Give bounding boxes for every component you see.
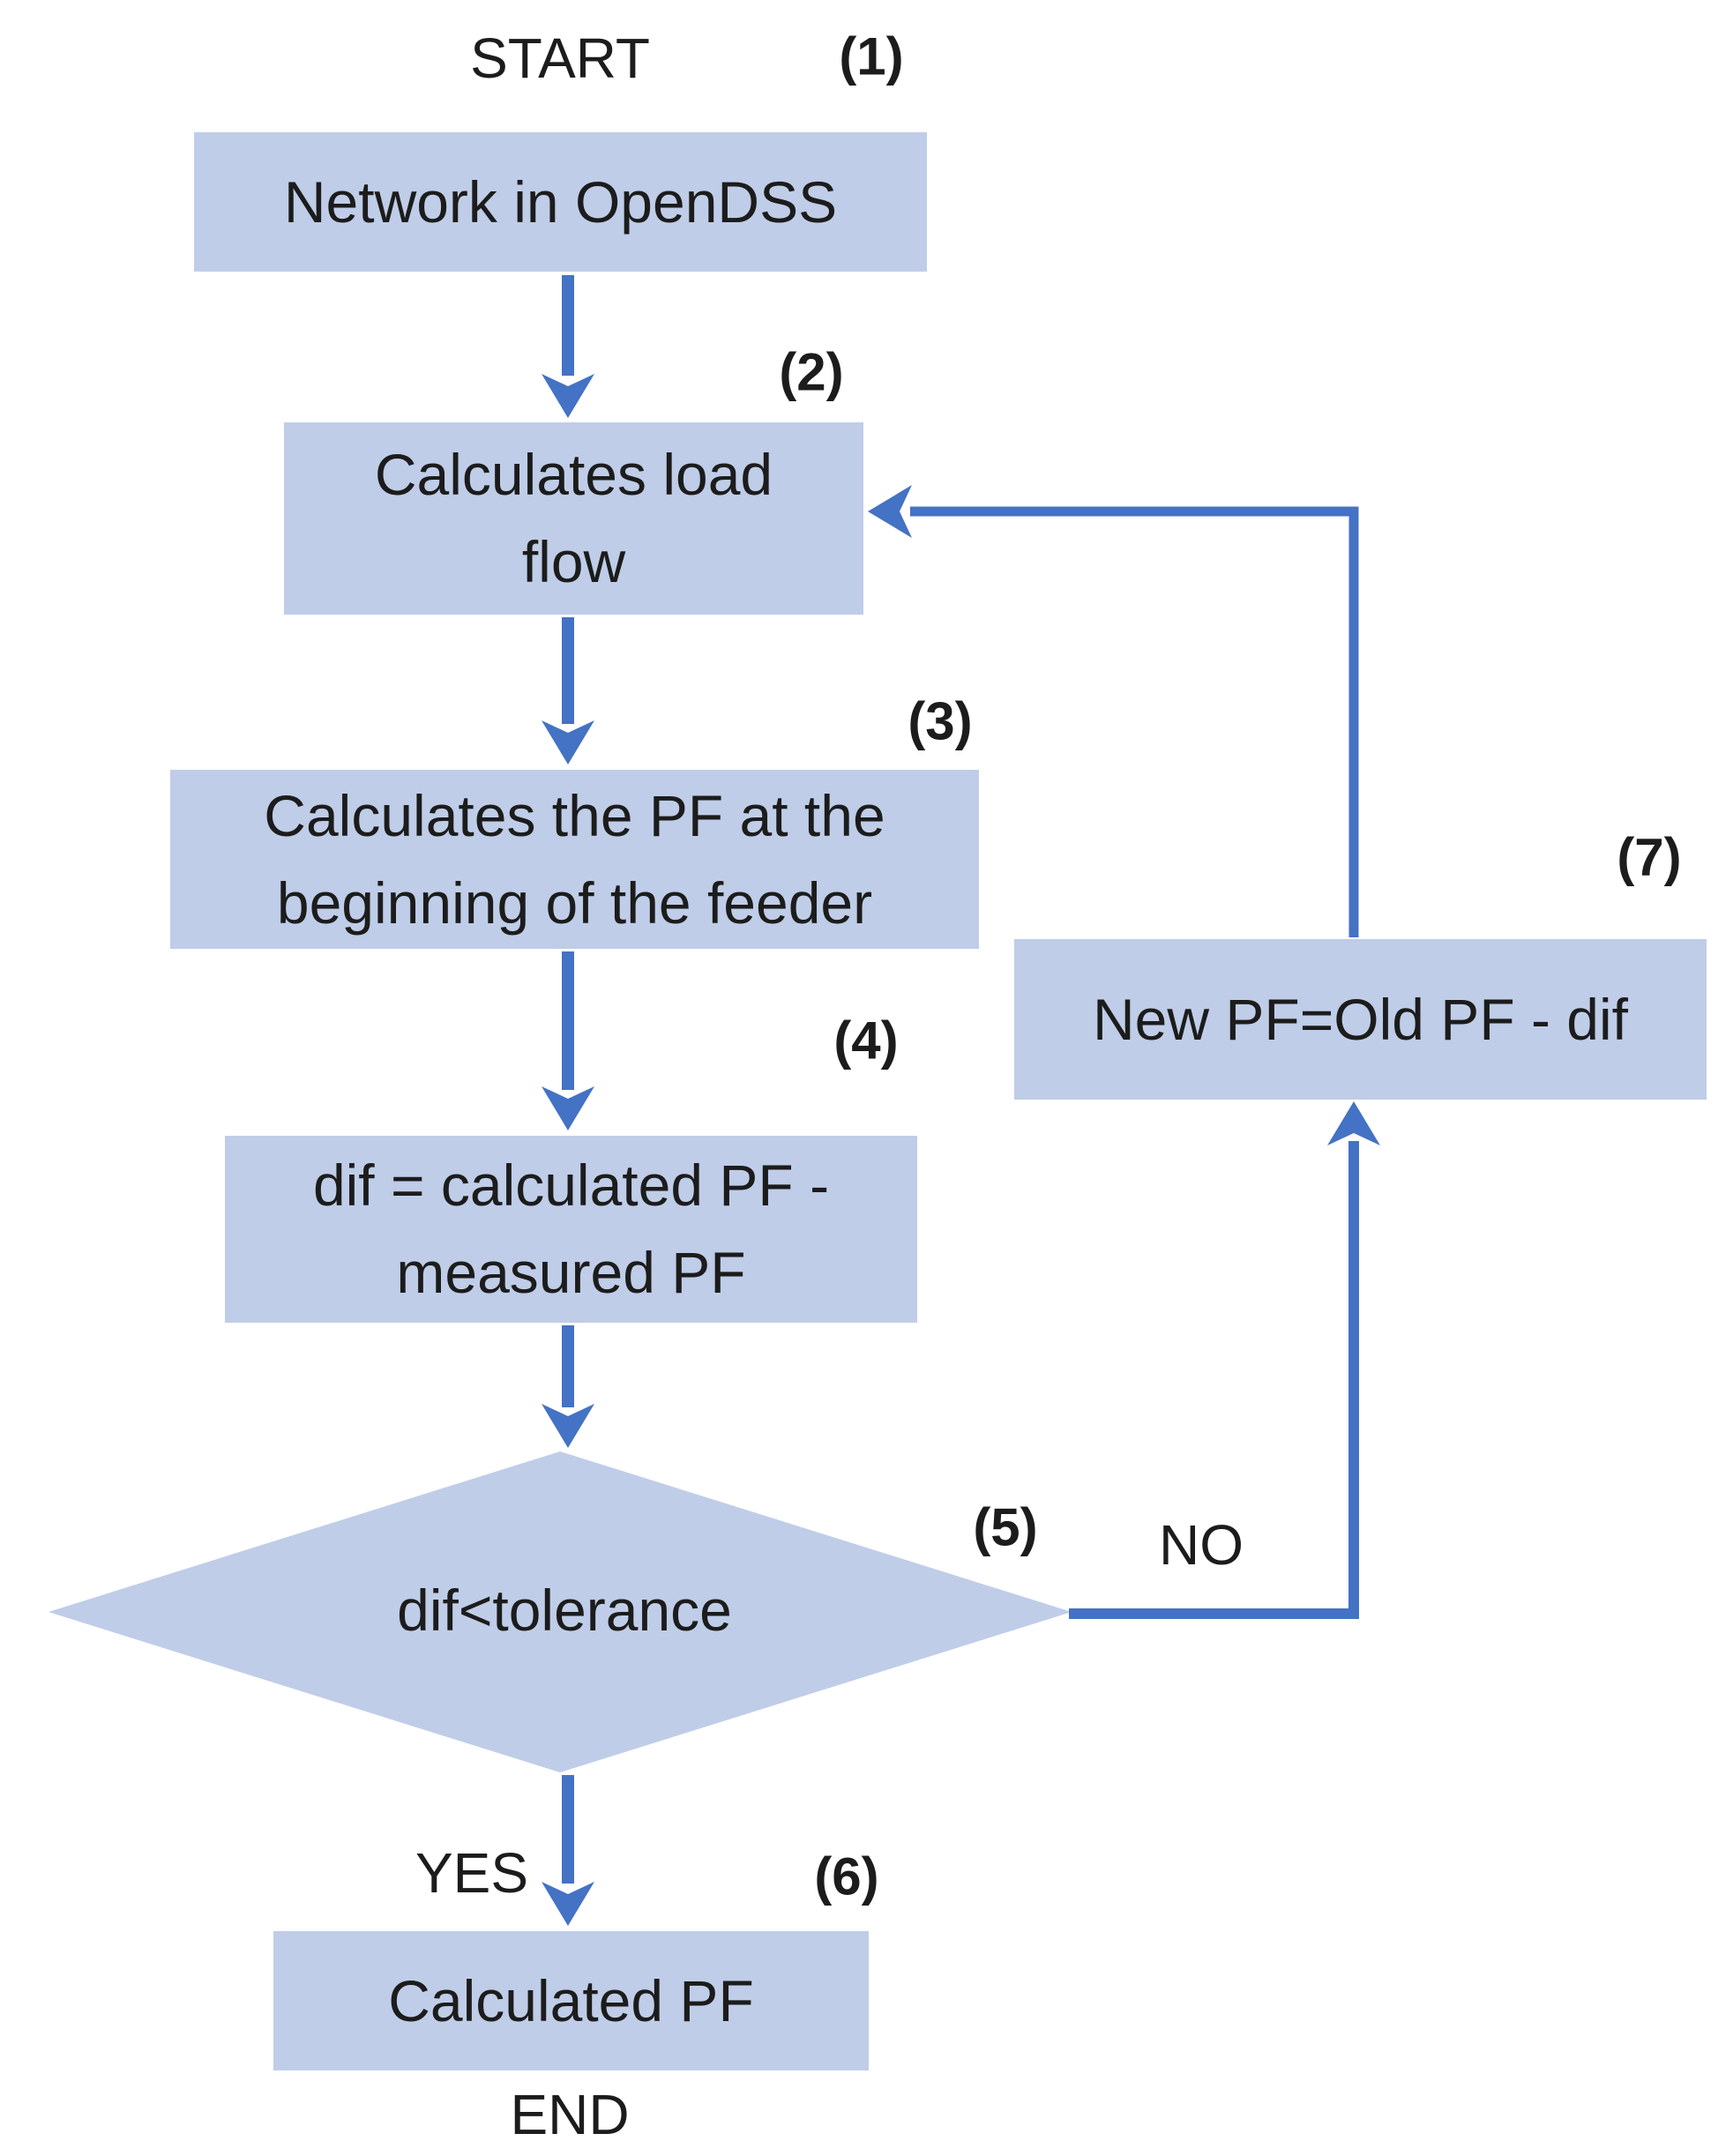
step-box-calculated-pf: Calculated PF: [273, 1931, 869, 2070]
arrow-decision-no-to-step7: [1069, 1101, 1380, 1619]
step-box-network-in-opendss: Network in OpenDSS: [194, 132, 927, 272]
step-num-5: (5): [973, 1497, 1038, 1557]
step-box-2-text: Calculates load flow: [374, 442, 773, 594]
step-box-new-pf: New PF=Old PF - dif: [1014, 939, 1707, 1100]
step-box-1-text: Network in OpenDSS: [283, 168, 838, 235]
arrow-step1-to-step2: [542, 275, 594, 418]
arrow-decision-yes-to-step6: [542, 1775, 594, 1926]
step-num-7: (7): [1617, 827, 1682, 887]
step-box-calculates-load-flow: Calculates load flow: [284, 422, 863, 615]
step-box-3-text: Calculates the PF at the beginning of th…: [264, 782, 885, 936]
no-branch-label: NO: [1159, 1513, 1244, 1577]
step-num-2: (2): [779, 342, 844, 402]
step-num-6: (6): [814, 1846, 879, 1906]
step-num-1: (1): [839, 26, 904, 86]
step-box-4-text: dif = calculated PF - measured PF: [312, 1153, 830, 1305]
arrow-step4-to-decision: [542, 1325, 594, 1448]
end-label: END: [510, 2083, 630, 2146]
step-box-calculates-pf-feeder: Calculates the PF at the beginning of th…: [170, 770, 979, 949]
arrow-step7-to-step2: [868, 485, 1359, 937]
step-box-dif-calculation: dif = calculated PF - measured PF: [225, 1136, 917, 1323]
step-box-6-text: Calculated PF: [388, 1967, 754, 2033]
step-num-3: (3): [908, 691, 973, 751]
start-label: START: [470, 26, 650, 90]
arrow-step2-to-step3: [542, 617, 594, 765]
decision-diamond-text: dif<tolerance: [397, 1578, 732, 1643]
yes-branch-label: YES: [415, 1841, 529, 1905]
decision-diamond-shape: [49, 1451, 1072, 1772]
step-box-7-text: New PF=Old PF - dif: [1093, 986, 1628, 1052]
arrow-step3-to-step4: [542, 951, 594, 1130]
step-num-4: (4): [833, 1011, 899, 1071]
